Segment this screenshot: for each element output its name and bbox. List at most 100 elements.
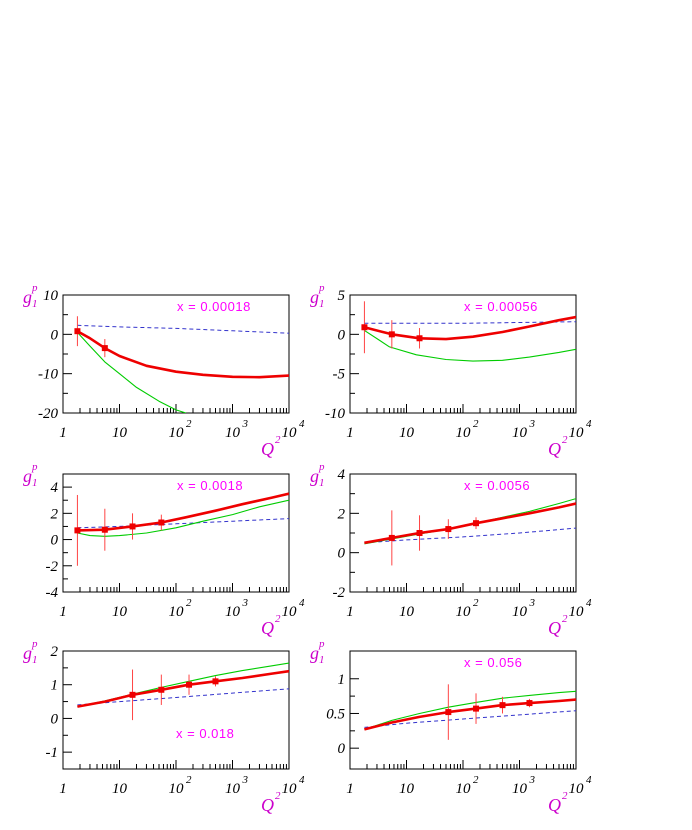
x-tick-label-exponent: 3 [529, 774, 536, 786]
x-tick-label: 10 [169, 425, 185, 441]
y-tick-label: 2 [51, 506, 59, 522]
x-axis-label-superscript: 2 [275, 613, 281, 625]
x-tick-label-exponent: 4 [299, 418, 305, 430]
data-point [416, 335, 423, 342]
y-axis-label: g [310, 643, 319, 663]
dashed-curve [364, 321, 576, 324]
panel-x-label: x = 0.056 [464, 655, 522, 670]
x-tick-label-exponent: 3 [242, 774, 249, 786]
x-tick-label: 1 [59, 604, 67, 620]
dashed-curve [364, 527, 576, 544]
y-tick-label: 0 [338, 327, 346, 343]
data-point [101, 345, 108, 352]
curves [364, 684, 576, 740]
x-axis-label-superscript: 2 [562, 790, 568, 802]
x-tick-label: 10 [512, 425, 528, 441]
y-axis-label-subscript: 1 [319, 477, 325, 489]
y-axis-label: g [23, 287, 32, 307]
data-point [212, 678, 219, 685]
x-tick-label: 10 [569, 604, 585, 620]
thin-curve [364, 329, 576, 362]
data-point [158, 686, 165, 693]
x-tick-label-exponent: 2 [186, 418, 192, 430]
y-tick-label: 0 [338, 546, 346, 562]
x-tick-label: 1 [346, 781, 354, 797]
x-axis-label-superscript: 2 [562, 613, 568, 625]
x-axis-label-superscript: 2 [275, 790, 281, 802]
x-tick-label: 10 [225, 604, 241, 620]
data-point [158, 519, 165, 526]
x-axis-label: Q [548, 795, 561, 815]
x-tick-label: 10 [112, 425, 128, 441]
y-tick-label: 1 [51, 678, 59, 694]
y-axis-label: g [310, 287, 319, 307]
x-axis-label-superscript: 2 [275, 434, 281, 446]
y-axis-label-subscript: 1 [32, 654, 38, 666]
x-tick-label: 10 [225, 781, 241, 797]
curves [77, 662, 289, 721]
x-tick-label: 1 [346, 425, 354, 441]
y-axis-label-superscript: p [31, 461, 38, 473]
dashed-curve [364, 710, 576, 728]
x-tick-label: 1 [59, 425, 67, 441]
x-tick-label: 10 [399, 425, 415, 441]
y-tick-label: -10 [325, 406, 345, 422]
thin-curve [76, 332, 187, 413]
y-axis-label-superscript: p [318, 638, 325, 650]
x-tick-label: 10 [112, 781, 128, 797]
x-tick-label-exponent: 2 [186, 597, 192, 609]
data-point [388, 534, 395, 541]
x-tick-label-exponent: 4 [299, 774, 305, 786]
plot-frame [349, 473, 577, 593]
y-axis-label-superscript: p [318, 461, 325, 473]
y-axis-label-subscript: 1 [319, 298, 325, 310]
thick-curve [364, 698, 576, 731]
y-tick-label: -2 [46, 559, 59, 575]
thick-curve [76, 330, 289, 379]
y-axis-label: g [23, 643, 32, 663]
y-axis-label-superscript: p [31, 638, 38, 650]
data-point [499, 702, 506, 709]
data-point [74, 527, 81, 534]
x-tick-label: 10 [399, 781, 415, 797]
y-tick-label: 0.5 [326, 706, 345, 722]
x-tick-label-exponent: 4 [586, 418, 592, 430]
x-tick-label: 10 [456, 425, 472, 441]
y-tick-label: 0 [51, 327, 59, 343]
panel-x-label: x = 0.0018 [177, 478, 243, 493]
thick-curve [364, 502, 576, 545]
x-tick-label: 10 [456, 781, 472, 797]
data-point [445, 526, 452, 533]
x-tick-label-exponent: 2 [186, 774, 192, 786]
data-point [445, 709, 452, 716]
data-point [101, 526, 108, 533]
x-tick-label: 10 [569, 425, 585, 441]
dashed-curve [77, 324, 289, 334]
x-tick-label-exponent: 2 [473, 418, 479, 430]
curves [364, 498, 576, 566]
y-tick-label: 1 [338, 672, 346, 688]
y-tick-label: -2 [333, 585, 346, 601]
x-axis-label: Q [548, 439, 561, 459]
data-point [473, 705, 480, 712]
y-axis-label-subscript: 1 [32, 477, 38, 489]
x-tick-label: 10 [569, 781, 585, 797]
curves [74, 316, 289, 413]
data-point [186, 681, 193, 688]
y-tick-label: 2 [338, 506, 346, 522]
y-axis-label-superscript: p [318, 282, 325, 294]
y-tick-label: -1 [46, 745, 59, 761]
x-tick-label: 10 [399, 604, 415, 620]
thick-curve [364, 315, 576, 341]
panel-x-label: x = 0.00018 [177, 299, 251, 314]
y-tick-label: 0 [51, 533, 59, 549]
x-axis-label: Q [261, 618, 274, 638]
y-tick-label: 5 [338, 288, 346, 304]
y-tick-label: -10 [38, 367, 58, 383]
